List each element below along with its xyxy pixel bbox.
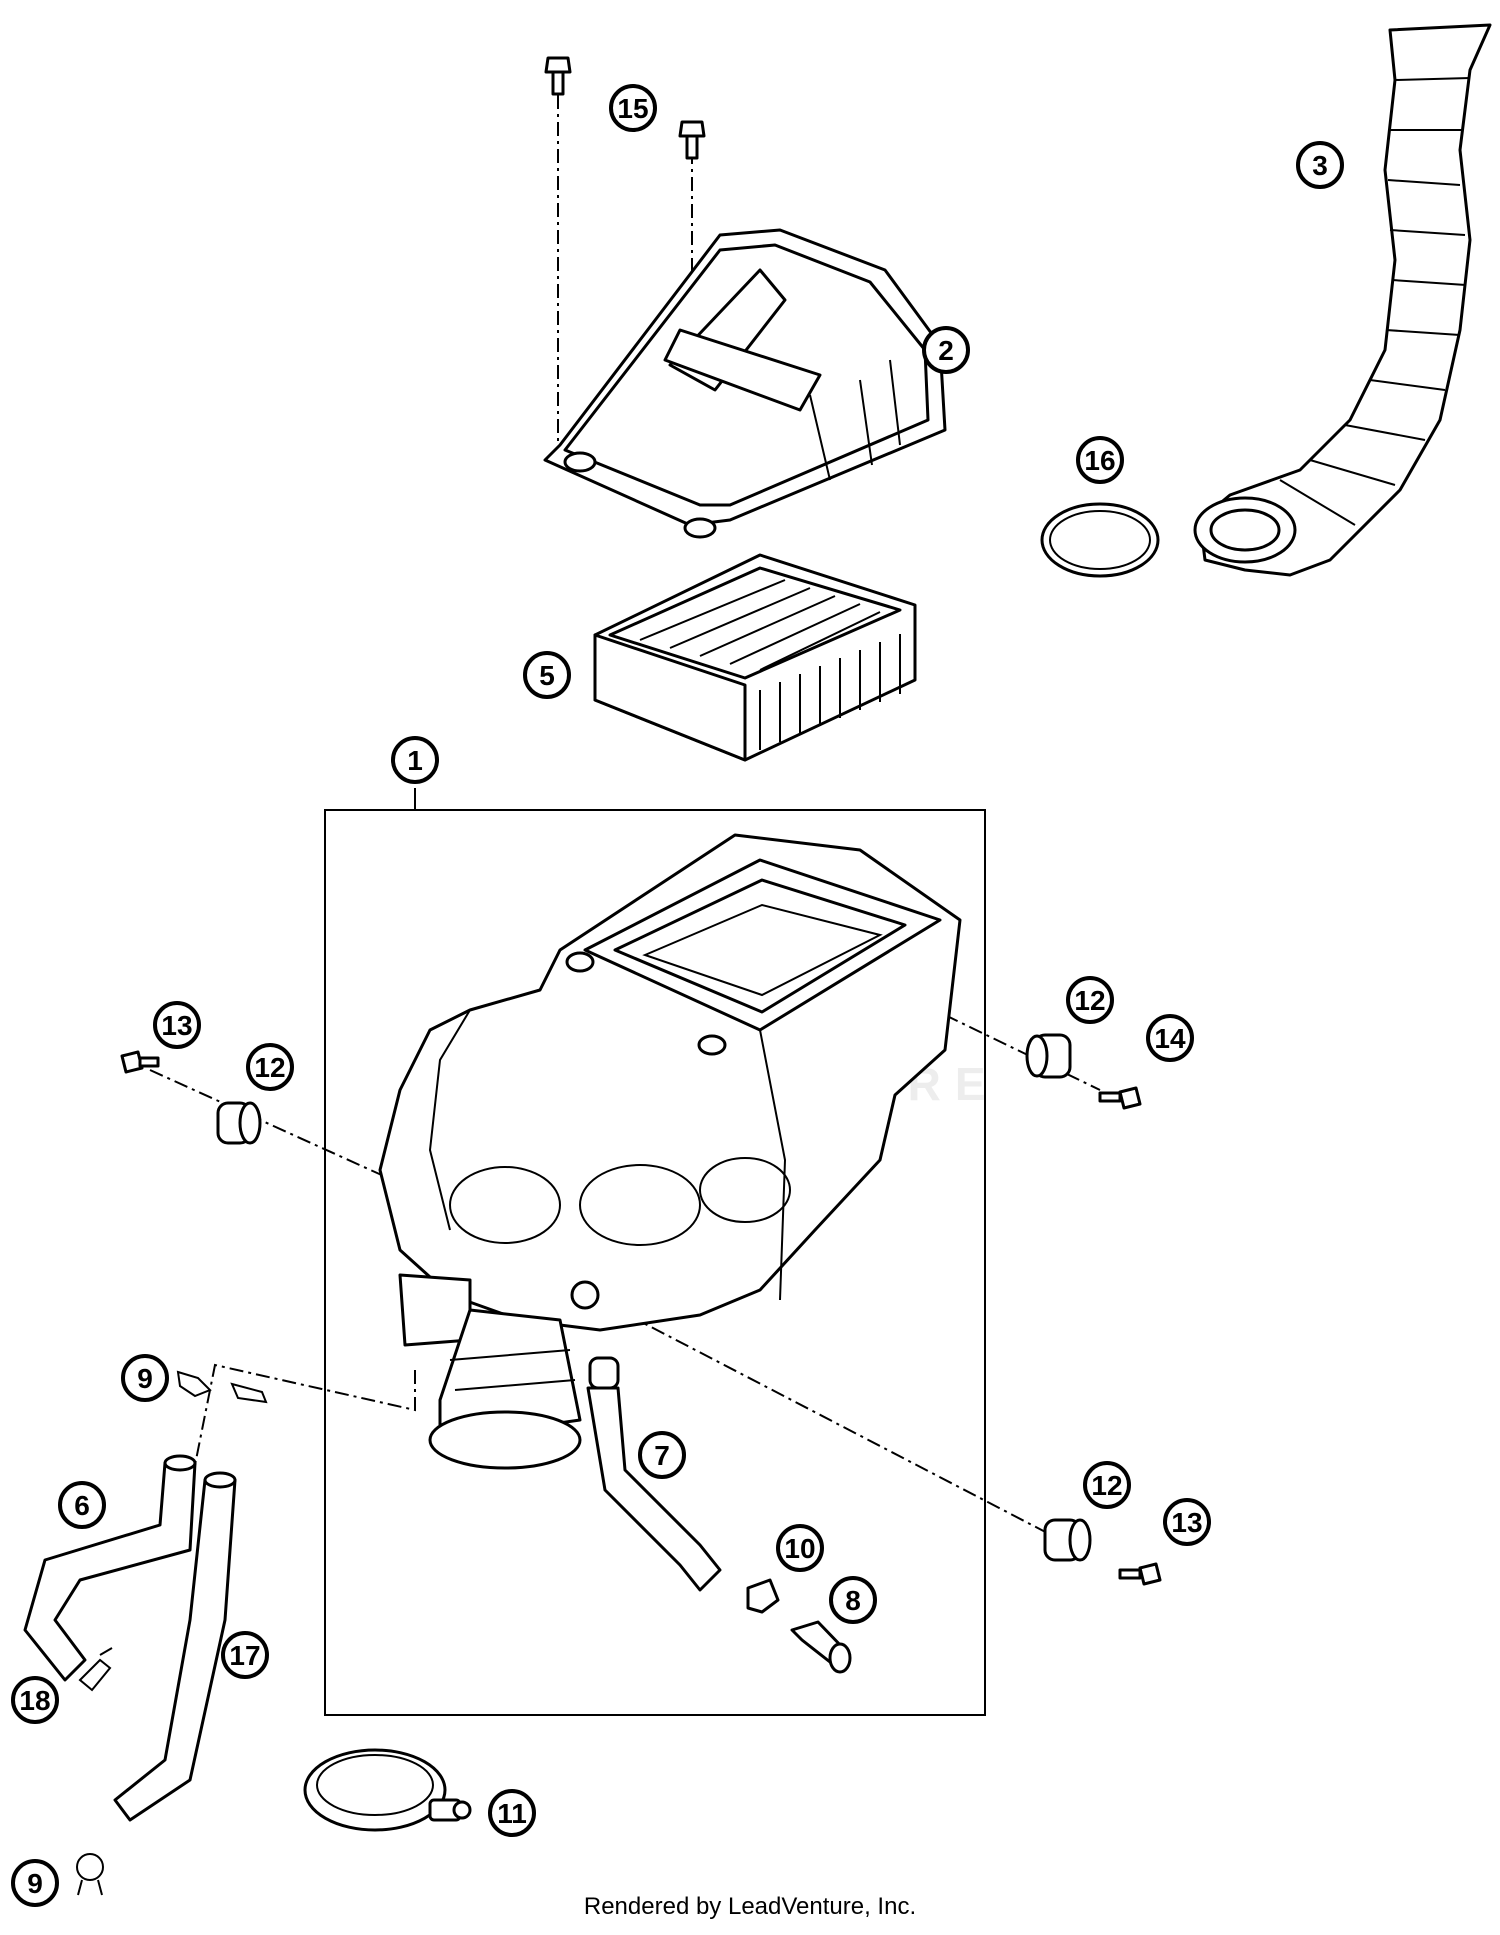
svg-text:1: 1: [407, 745, 423, 776]
fitting-part-8: [790, 1620, 852, 1674]
clip-part-10: [746, 1578, 780, 1614]
filter-box-cover-part-2: [543, 228, 947, 539]
intake-boot-part-3: [1193, 23, 1492, 577]
screw-part-13-left: [120, 1050, 160, 1074]
svg-text:13: 13: [161, 1010, 192, 1041]
air-filter-box-part-1: [378, 833, 962, 1470]
callout-8: 8: [829, 1576, 877, 1624]
svg-text:14: 14: [1154, 1023, 1186, 1054]
o-ring-inner: [1049, 510, 1151, 570]
o-ring-part-16: [1040, 502, 1160, 578]
leader-lines: [149, 95, 1101, 1551]
callout-12-left: 12: [246, 1043, 294, 1091]
assembly-frame: [324, 809, 986, 1716]
callout-9-lower: 9: [11, 1859, 59, 1907]
hose-part-17: [113, 1471, 237, 1822]
callout-7: 7: [638, 1431, 686, 1479]
svg-text:12: 12: [254, 1052, 285, 1083]
callout-10: 10: [776, 1524, 824, 1572]
svg-text:9: 9: [27, 1868, 43, 1899]
filter-element-part-5: [593, 553, 917, 762]
svg-text:5: 5: [539, 660, 555, 691]
callout-12-right-lower: 12: [1083, 1461, 1131, 1509]
screw-part-15: [544, 56, 706, 160]
callout-12-right-upper: 12: [1066, 976, 1114, 1024]
hose-clamp-part-9-upper: [176, 1370, 268, 1404]
clamp-part-18: [78, 1647, 113, 1692]
svg-text:13: 13: [1171, 1507, 1202, 1538]
callout-3: 3: [1296, 141, 1344, 189]
grommet-part-12-right-lower: [1043, 1518, 1092, 1562]
callout-14: 14: [1146, 1014, 1194, 1062]
callout-15: 15: [609, 84, 657, 132]
svg-text:12: 12: [1091, 1470, 1122, 1501]
callout-13-left: 13: [153, 1001, 201, 1049]
callout-18: 18: [11, 1676, 59, 1724]
screw-part-13-right: [1118, 1562, 1162, 1586]
grommet-part-12-left: [216, 1101, 262, 1145]
callout-13-right: 13: [1163, 1498, 1211, 1546]
svg-text:18: 18: [19, 1685, 50, 1716]
hose-part-6: [23, 1454, 197, 1682]
screw-part-14: [1098, 1086, 1142, 1110]
svg-text:8: 8: [845, 1585, 861, 1616]
callout-11: 11: [488, 1789, 536, 1837]
callout-9-upper: 9: [121, 1354, 169, 1402]
svg-text:11: 11: [497, 1798, 527, 1829]
svg-text:15: 15: [617, 93, 648, 124]
svg-text:12: 12: [1074, 985, 1105, 1016]
breather-hose-part-7: [586, 1356, 722, 1592]
hose-clamp-part-11: [303, 1748, 472, 1832]
callout-6: 6: [58, 1481, 106, 1529]
svg-text:7: 7: [654, 1440, 670, 1471]
grommet-part-12-right-upper: [1025, 1033, 1072, 1079]
svg-text:2: 2: [938, 335, 954, 366]
svg-text:3: 3: [1312, 150, 1328, 181]
callout-2: 2: [922, 326, 970, 374]
hose-clamp-part-9-lower: [76, 1853, 104, 1896]
callout-5: 5: [523, 651, 571, 699]
svg-text:10: 10: [784, 1533, 815, 1564]
footer-credit: Rendered by LeadVenture, Inc.: [583, 1893, 917, 1920]
svg-text:9: 9: [137, 1363, 153, 1394]
callout-1: 1: [391, 736, 439, 784]
callout-17: 17: [221, 1631, 269, 1679]
svg-text:17: 17: [229, 1640, 260, 1671]
svg-text:6: 6: [74, 1490, 90, 1521]
svg-text:16: 16: [1084, 445, 1115, 476]
callout-16: 16: [1076, 436, 1124, 484]
